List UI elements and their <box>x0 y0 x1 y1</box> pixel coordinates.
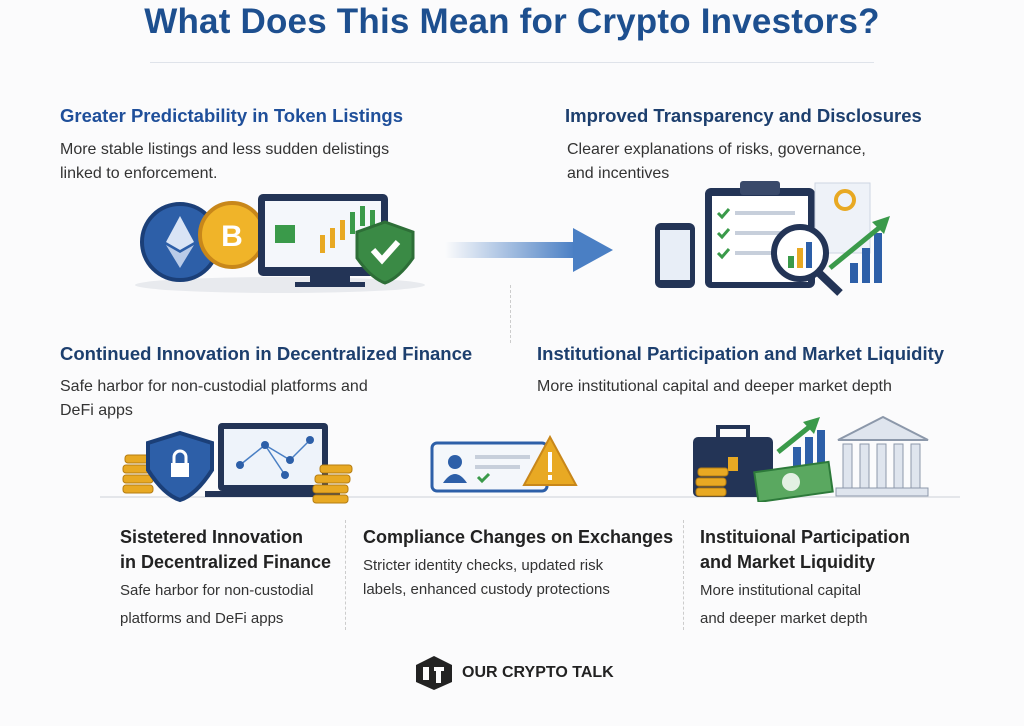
svg-text:B: B <box>221 220 243 253</box>
transparency-desc: Clearer explanations of risks, governanc… <box>567 138 866 186</box>
id-card-warning-illustration <box>430 435 578 493</box>
desc-line: linked to enforcement. <box>60 165 218 182</box>
col-heading: Instituional Participation <box>700 527 911 547</box>
predictability-heading: Greater Predictability in Token Listings <box>60 105 404 126</box>
divider-dashed <box>510 285 511 343</box>
baseline-divider <box>100 496 960 498</box>
institutional-heading: Institutional Participation and Market L… <box>537 343 945 364</box>
col-desc: and deeper market depth <box>700 610 868 627</box>
crypto-monitor-illustration: B <box>135 194 425 293</box>
divider-dashed <box>345 520 346 630</box>
desc-line: More stable listings and less sudden del… <box>60 141 390 158</box>
arrow-right-icon <box>445 228 613 272</box>
innovation-heading: Continued Innovation in Decentralized Fi… <box>60 343 473 364</box>
divider-dashed <box>683 520 684 630</box>
innovation-desc: Safe harbor for non-custodial platforms … <box>60 375 368 423</box>
page-title: What Does This Mean for Crypto Investors… <box>144 2 880 41</box>
col-desc: Safe harbor for non-custodial <box>120 582 314 599</box>
col-heading: Compliance Changes on Exchanges <box>363 527 674 547</box>
col-desc: platforms and DeFi apps <box>120 610 284 627</box>
desc-line: and incentives <box>567 165 670 182</box>
desc-line: DeFi apps <box>60 402 133 419</box>
col-desc: labels, enhanced custody protections <box>363 581 610 598</box>
col-heading: in Decentralized Finance <box>120 552 332 572</box>
col-desc: More institutional capital <box>700 582 861 599</box>
predictability-desc: More stable listings and less sudden del… <box>60 138 389 186</box>
bank-icon <box>837 415 929 441</box>
clipboard-analysis-illustration <box>655 181 890 296</box>
bottom-col-compliance: Compliance Changes on Exchanges Stricter… <box>363 525 683 602</box>
institutional-desc: More institutional capital and deeper ma… <box>537 378 892 395</box>
col-heading: Sistetered Innovation <box>120 527 304 547</box>
desc-line: Clearer explanations of risks, governanc… <box>567 141 866 158</box>
bottom-col-institutional: Instituional Participation and Market Li… <box>700 525 940 631</box>
logo-hexagon-icon <box>416 656 452 690</box>
title-divider <box>150 62 874 63</box>
logo-text: OUR CRYPTO TALK <box>462 664 614 681</box>
transparency-heading: Improved Transparency and Disclosures <box>565 105 922 126</box>
brand-logo: OUR CRYPTO TALK <box>414 655 614 691</box>
institutional-bank-illustration <box>693 415 929 502</box>
col-heading: and Market Liquidity <box>700 552 876 572</box>
desc-line: Safe harbor for non-custodial platforms … <box>60 378 368 395</box>
bottom-col-innovation: Sistetered Innovation in Decentralized F… <box>120 525 350 631</box>
col-desc: Stricter identity checks, updated risk <box>363 557 604 574</box>
defi-shield-laptop-illustration <box>122 423 353 504</box>
